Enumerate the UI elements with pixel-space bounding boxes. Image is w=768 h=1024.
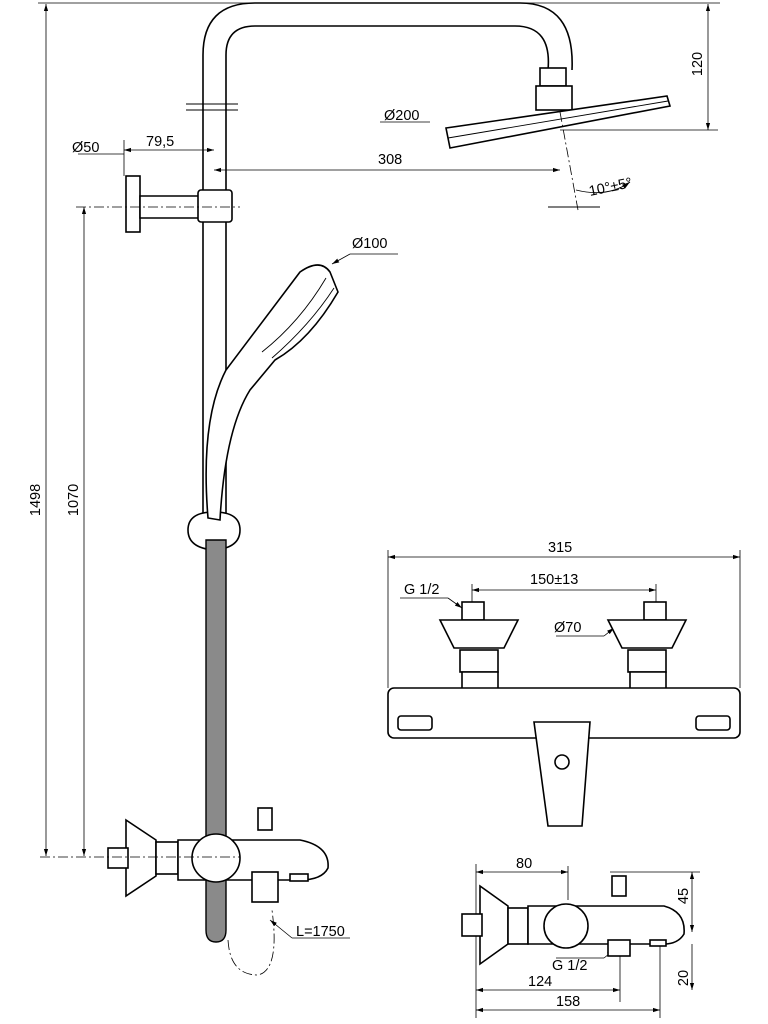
shower-column [40, 2, 672, 976]
bath-spout [533, 721, 591, 827]
wall-to-bar-label: 79,5 [146, 134, 174, 150]
wall-flange-diameter-label: Ø50 [72, 140, 99, 156]
head-tilt-label: 10°±5° [588, 175, 634, 200]
spout-height-label: 45 [676, 888, 692, 904]
hose-length-label: L=1750 [296, 924, 345, 940]
outlet-depth-label: 124 [528, 974, 552, 990]
bar-slider [197, 189, 233, 223]
outlet-thread-label: G 1/2 [552, 958, 587, 974]
head-height-label: 120 [690, 52, 706, 76]
total-height-label: 1498 [28, 484, 44, 516]
handshower-diameter-label: Ø100 [352, 236, 387, 252]
connection-centres-label: 150±13 [530, 572, 578, 588]
connection-thread-label: G 1/2 [404, 582, 439, 598]
handshower [205, 264, 339, 521]
wall-flange [125, 175, 141, 233]
mixer-side-view [461, 864, 700, 1018]
rain-shower-head [445, 95, 672, 149]
spout-depth-label: 158 [556, 994, 580, 1010]
outlet-height-label: 20 [676, 970, 692, 986]
left-dimensions [38, 2, 720, 939]
handshower-holder [187, 511, 241, 551]
mixer-width-label: 315 [548, 540, 572, 556]
side-depth-label: 80 [516, 856, 532, 872]
cover-diameter-label: Ø70 [554, 620, 581, 636]
arm-reach-label: 308 [378, 152, 402, 168]
head-diameter-label: Ø200 [384, 108, 419, 124]
mixer-height-label: 1070 [66, 484, 82, 516]
mixer-front-view [387, 550, 741, 827]
